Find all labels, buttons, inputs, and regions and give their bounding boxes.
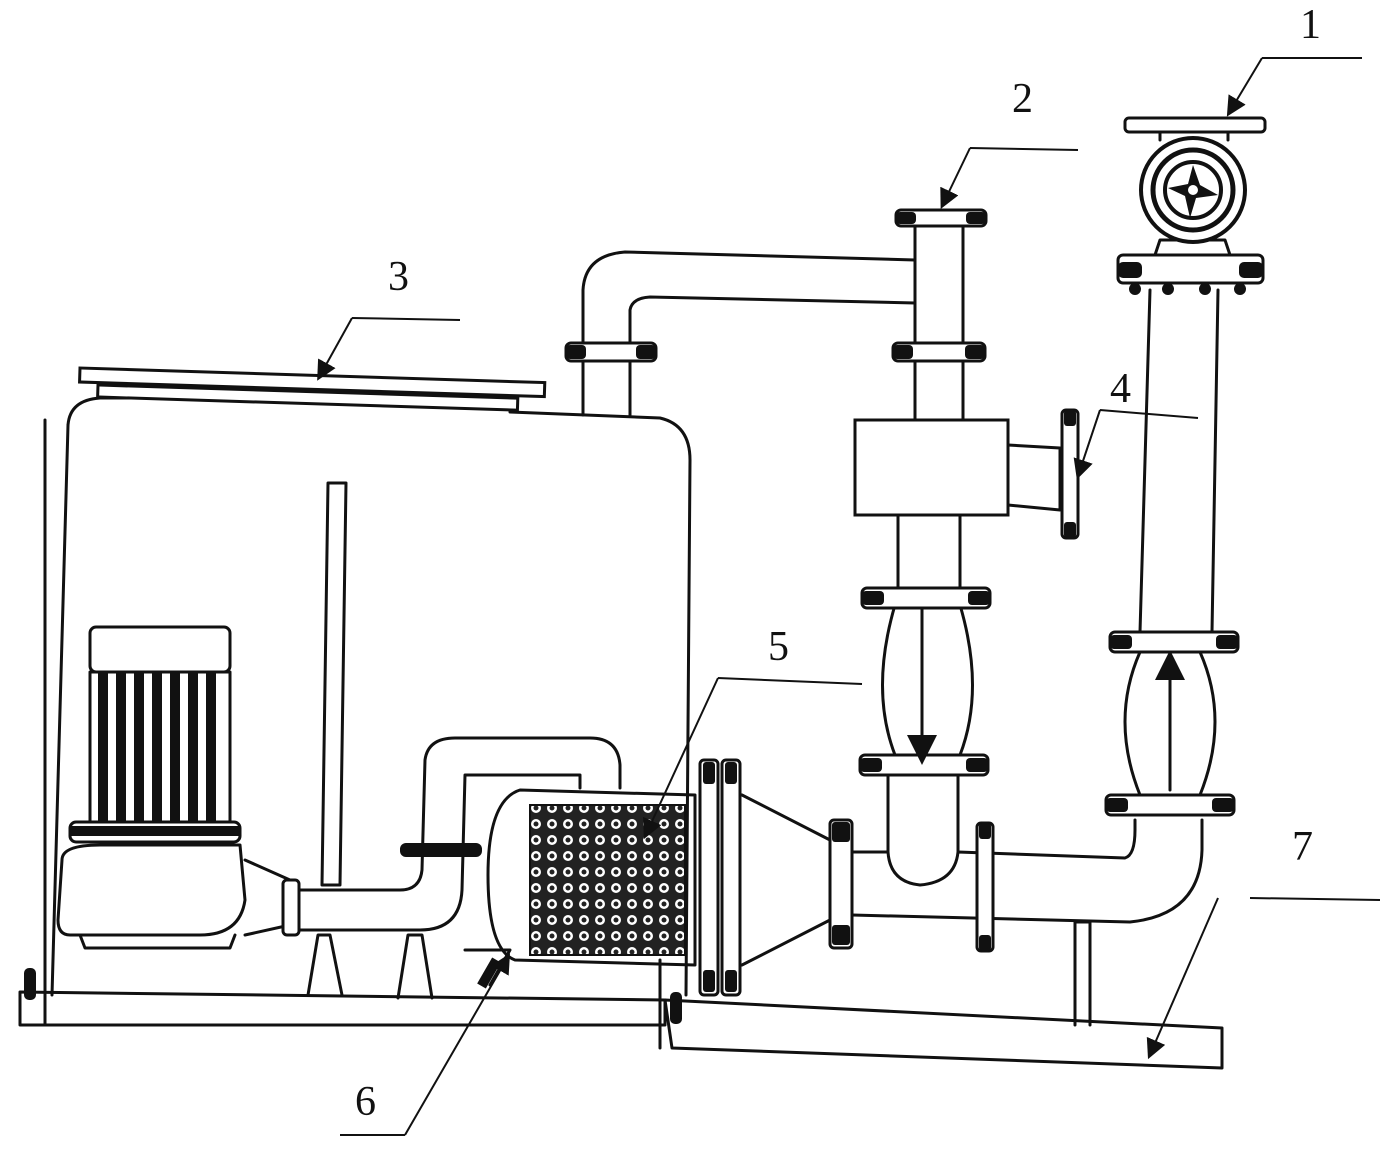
label-4: 4 [1110, 366, 1131, 412]
right-riser [1104, 116, 1267, 817]
pump-outlet-pipe [281, 736, 622, 937]
pump-motor [56, 625, 292, 950]
left-riser [853, 208, 1080, 777]
tank-lid [78, 366, 547, 399]
base-frame [18, 418, 1224, 1070]
label-5: 5 [768, 624, 789, 670]
filter-mesh [529, 804, 686, 956]
label-3: 3 [388, 254, 409, 300]
tank-vent-pipe [564, 250, 917, 417]
label-1: 1 [1300, 2, 1321, 48]
leader-lines [317, 57, 1381, 1136]
side-flange [1060, 408, 1080, 540]
label-7: 7 [1292, 824, 1313, 870]
filter-housing [486, 758, 854, 997]
label-6: 6 [355, 1079, 376, 1125]
label-2: 2 [1012, 76, 1033, 122]
drain-valve [463, 948, 512, 989]
water-tank [50, 366, 692, 997]
outlet-manifold [850, 768, 1204, 953]
